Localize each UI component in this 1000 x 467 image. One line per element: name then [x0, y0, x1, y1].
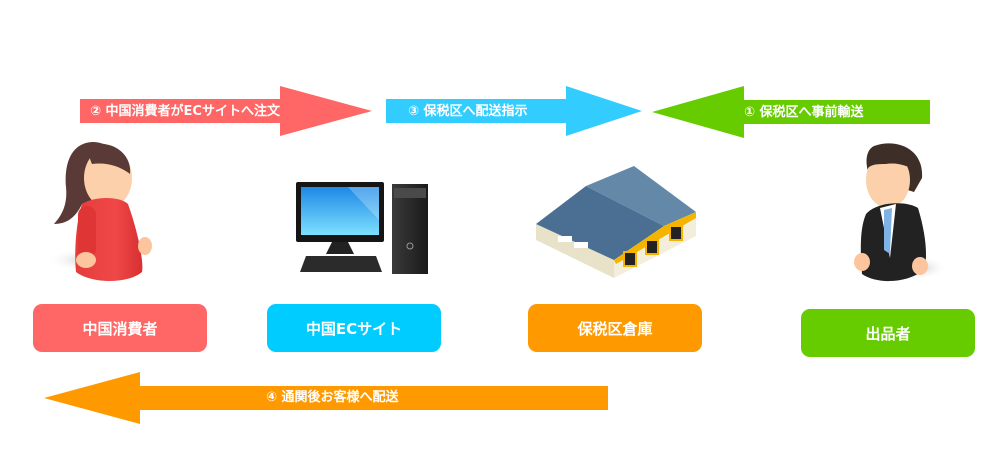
arrow-step2: ② 中国消費者がECサイトへ注文	[80, 86, 372, 138]
node-consumer-label: 中国消費者	[82, 319, 158, 338]
node-ec-site: 中国ECサイト	[267, 304, 441, 352]
warehouse-icon	[534, 164, 698, 280]
businessman-icon	[846, 138, 950, 300]
arrow-step3-shape	[386, 86, 642, 136]
arrow-step2-label: ② 中国消費者がECサイトへ注文	[90, 104, 280, 119]
arrow-step1: ① 保税区へ事前輸送	[652, 86, 930, 138]
node-seller-label: 出品者	[865, 324, 911, 343]
arrow-step2-shape	[80, 86, 372, 136]
female-person-icon	[42, 132, 168, 292]
arrow-step4: ④ 通関後お客様へ配送	[44, 372, 608, 424]
arrow-step1-label: ① 保税区へ事前輸送	[744, 105, 864, 120]
arrow-step4-shape	[44, 372, 608, 424]
arrow-step1-shape	[652, 86, 930, 138]
arrow-step4-label: ④ 通関後お客様へ配送	[266, 390, 399, 405]
node-seller: 出品者	[801, 309, 975, 357]
desktop-computer-icon	[296, 180, 432, 276]
node-warehouse-label: 保税区倉庫	[577, 319, 653, 338]
node-ec-site-label: 中国ECサイト	[305, 319, 403, 338]
node-consumer: 中国消費者	[33, 304, 207, 352]
node-warehouse: 保税区倉庫	[528, 304, 702, 352]
arrow-step3-label: ③ 保税区へ配送指示	[408, 104, 528, 119]
arrow-step3: ③ 保税区へ配送指示	[386, 86, 642, 138]
